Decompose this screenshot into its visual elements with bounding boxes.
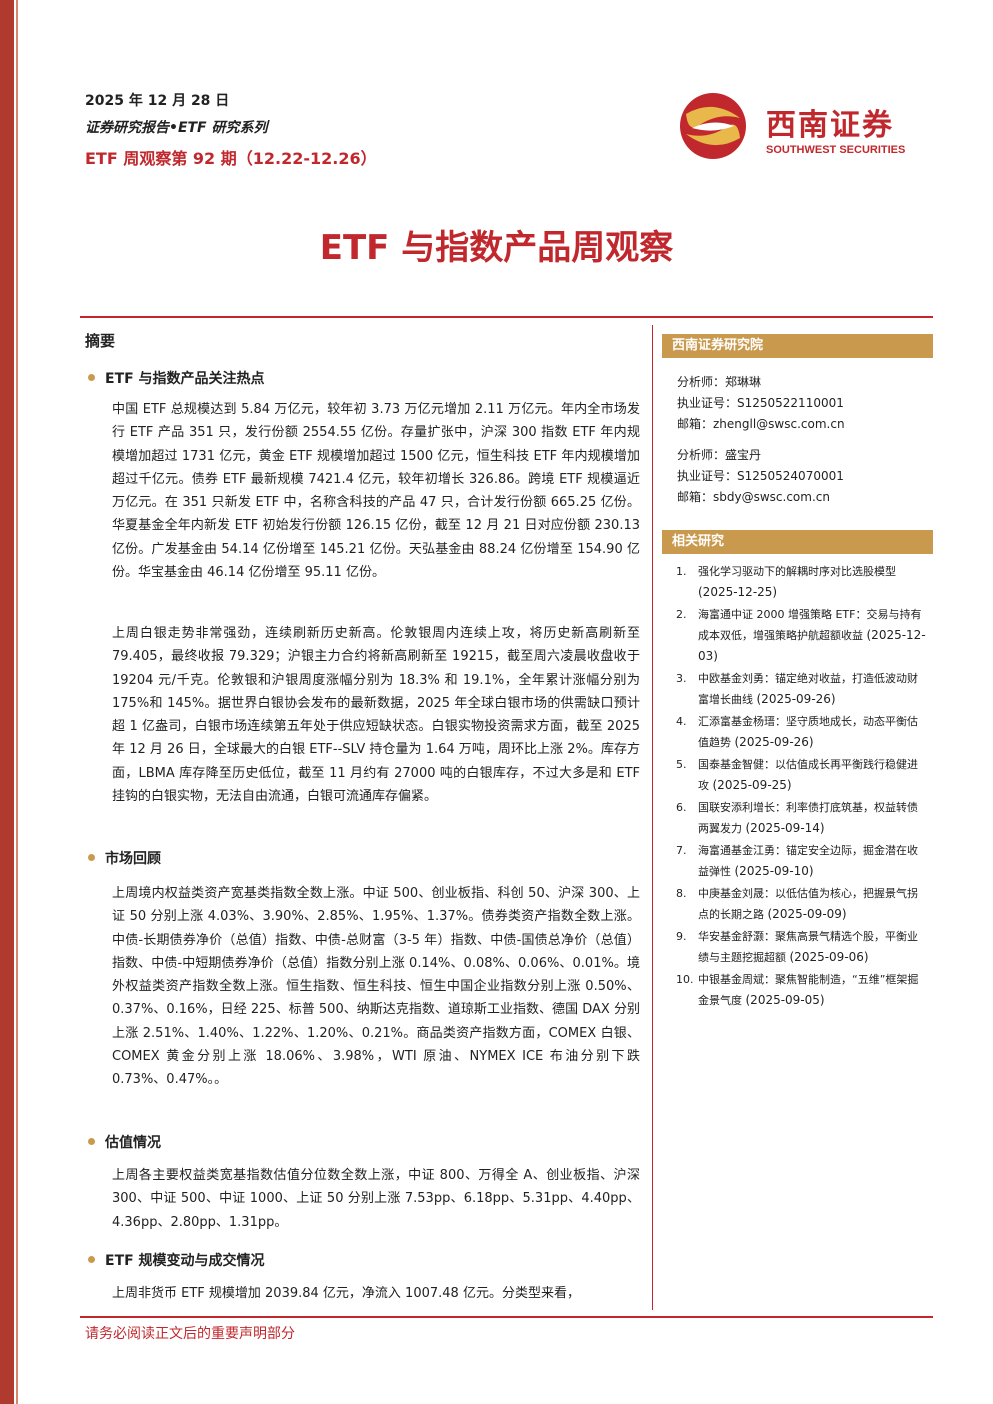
- bottom-divider: [80, 1316, 933, 1318]
- analyst-block-2: 分析师：盛宝丹 执业证号：S1250524070001 邮箱：sbdy@swsc…: [677, 445, 927, 508]
- bullet-icon: [88, 853, 95, 861]
- related-item[interactable]: 8.中庚基金刘晟：以低估值为核心，把握景气拐点的长期之路 (2025-09-09…: [676, 887, 918, 921]
- related-item[interactable]: 7.海富通基金江勇：锚定安全边际，掘金潜在收益弹性 (2025-09-10): [676, 844, 918, 878]
- analyst-name: 分析师：郑琳琳: [677, 375, 762, 389]
- related-research-list: 1.强化学习驱动下的解耦时序对比选股模型 (2025-12-25) 2.海富通中…: [676, 561, 926, 1012]
- section-heading-etf-scale: ETF 规模变动与成交情况: [88, 1250, 265, 1270]
- analyst-license: 执业证号：S1250522110001: [677, 396, 844, 410]
- left-margin-stripe: [16, 0, 18, 1404]
- paragraph-etf-scale: 上周非货币 ETF 规模增加 2039.84 亿元，净流入 1007.48 亿元…: [112, 1286, 580, 1301]
- analyst-email[interactable]: 邮箱：sbdy@swsc.com.cn: [677, 490, 830, 504]
- institute-label: 西南证券研究院: [662, 334, 933, 358]
- related-item[interactable]: 1.强化学习驱动下的解耦时序对比选股模型 (2025-12-25): [676, 565, 896, 599]
- paragraph-silver-market: 上周白银走势非常强劲，连续刷新历史新高。伦敦银周内连续上攻，将历史新高刷新至 7…: [112, 626, 640, 805]
- left-margin-bar: [0, 0, 14, 1404]
- related-item[interactable]: 2.海富通中证 2000 增强策略 ETF：交易与持有成本双低，增强策略护航超额…: [676, 608, 926, 663]
- logo-chinese-name: 西南证券: [766, 108, 894, 143]
- analyst-email[interactable]: 邮箱：zhengll@swsc.com.cn: [677, 417, 845, 431]
- paragraph-etf-overview: 中国 ETF 总规模达到 5.84 万亿元，较年初 3.73 万亿元增加 2.1…: [112, 402, 640, 581]
- paragraph-valuation: 上周各主要权益类宽基指数估值分位数全数上涨，中证 800、万得全 A、创业板指、…: [112, 1168, 640, 1230]
- related-item[interactable]: 9.华安基金舒灏：聚焦高景气精选个股，平衡业绩与主题挖掘超额 (2025-09-…: [676, 930, 918, 964]
- paragraph-market-review: 上周境内权益类资产宽基类指数全数上涨。中证 500、创业板指、科创 50、沪深 …: [112, 886, 640, 1088]
- related-item[interactable]: 5.国泰基金智健：以估值成长再平衡践行稳健进攻 (2025-09-25): [676, 758, 918, 792]
- analyst-license: 执业证号：S1250524070001: [677, 469, 844, 483]
- footer-disclaimer: 请务必阅读正文后的重要声明部分: [85, 1326, 295, 1342]
- bullet-icon: [88, 373, 95, 381]
- report-date: 2025 年 12 月 28 日: [85, 93, 230, 109]
- section-heading-etf-hotspots: ETF 与指数产品关注热点: [88, 368, 265, 388]
- report-series: 证券研究报告•ETF 研究系列: [85, 120, 268, 136]
- analyst-name: 分析师：盛宝丹: [677, 448, 762, 462]
- related-research-label: 相关研究: [662, 530, 933, 554]
- top-divider: [80, 316, 933, 318]
- section-heading-market-review: 市场回顾: [88, 848, 161, 868]
- abstract-heading: 摘要: [85, 332, 116, 350]
- related-item[interactable]: 10.中银基金周斌：聚焦智能制造，“五维”框架掘金景气度 (2025-09-05…: [676, 973, 919, 1007]
- bullet-icon: [88, 1255, 95, 1263]
- section-heading-valuation: 估值情况: [88, 1132, 161, 1152]
- column-divider: [652, 325, 653, 1310]
- company-logo: 西南证券 SOUTHWEST SECURITIES: [678, 88, 928, 168]
- report-issue: ETF 周观察第 92 期（12.22-12.26）: [85, 149, 377, 168]
- logo-emblem-icon: [680, 93, 746, 159]
- related-item[interactable]: 6.国联安添利增长：利率债打底筑基，权益转债两翼发力 (2025-09-14): [676, 801, 918, 835]
- page-title: ETF 与指数产品周观察: [319, 228, 674, 268]
- related-item[interactable]: 4.汇添富基金杨瑨：坚守质地成长，动态平衡估值趋势 (2025-09-26): [676, 715, 918, 749]
- related-item[interactable]: 3.中欧基金刘勇：锚定绝对收益，打造低波动财富增长曲线 (2025-09-26): [676, 672, 918, 706]
- bullet-icon: [88, 1137, 95, 1145]
- logo-english-name: SOUTHWEST SECURITIES: [766, 144, 906, 156]
- analyst-block-1: 分析师：郑琳琳 执业证号：S1250522110001 邮箱：zhengll@s…: [677, 372, 927, 435]
